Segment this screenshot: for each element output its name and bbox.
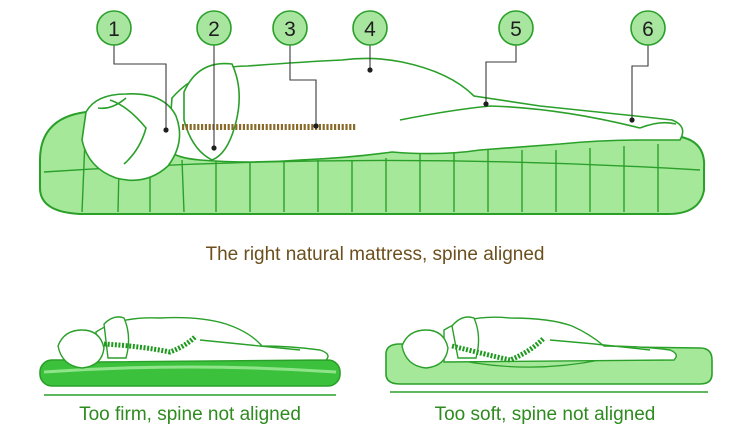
firm-body-outline xyxy=(57,316,329,369)
callout-number-1: 1 xyxy=(108,18,120,41)
callout-badge-3: 3 xyxy=(272,10,308,46)
firm-spine xyxy=(103,334,198,355)
callout-leaders xyxy=(113,44,649,148)
callout-number-6: 6 xyxy=(642,18,654,41)
callout-number-2: 2 xyxy=(208,18,220,41)
callout-badge-5: 5 xyxy=(498,10,534,46)
caption-too-soft: Too soft, spine not aligned xyxy=(434,404,656,425)
callout-number-5: 5 xyxy=(510,18,522,41)
callout-badge-4: 4 xyxy=(352,10,388,46)
callout-points xyxy=(163,67,635,151)
callout-number-3: 3 xyxy=(284,18,296,41)
caption-too-firm: Too firm, spine not aligned xyxy=(79,404,301,425)
caption-natural-mattress: The right natural mattress, spine aligne… xyxy=(205,244,545,265)
soft-body-outline xyxy=(401,316,677,369)
main-body-outline xyxy=(81,57,684,182)
soft-spine xyxy=(451,336,546,363)
callout-badge-1: 1 xyxy=(96,10,132,46)
callout-number-4: 4 xyxy=(364,18,376,41)
callout-badge-2: 2 xyxy=(196,10,232,46)
callout-badge-6: 6 xyxy=(630,10,666,46)
